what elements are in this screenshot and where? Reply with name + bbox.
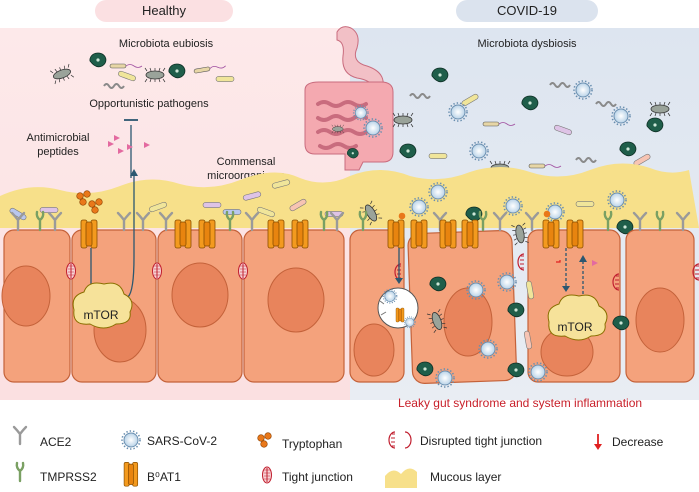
healthy-header: Healthy [142,3,187,18]
covid-header: COVID-19 [497,3,557,18]
b0at1-icon [123,462,139,487]
healthy-title: Microbiota eubiosis [119,38,214,50]
healthy-header-pill [95,0,233,22]
legend-tryptophan: Tryptophan [282,437,342,451]
ace2-icon [12,425,28,446]
legend-disrupted: Disrupted tight junction [420,434,542,448]
covid-signalling: mTOR [377,248,608,341]
legend-b0at1: B⁰AT1 [147,470,181,484]
leaky-gut-label: Leaky gut syndrome and system inflammati… [398,396,642,410]
peptides-label-2: peptides [37,146,79,158]
antimicrobial-peptides [108,135,150,154]
pathogens-label: Opportunistic pathogens [89,98,209,110]
legend-sars: SARS-CoV-2 [147,434,217,448]
legend-tmprss2: TMPRSS2 [40,470,97,484]
sars-cov-2-icon [121,430,141,450]
mtor-covid: mTOR [557,320,592,334]
covid-title: Microbiota dysbiosis [477,38,577,50]
legend-decrease: Decrease [612,435,664,449]
tmprss2-icon [15,461,25,483]
commensal-label-1: Commensal [217,156,276,168]
mtor-healthy: mTOR [83,308,118,322]
legend-mucous: Mucous layer [430,470,501,484]
legend-tight-junction: Tight junction [282,470,353,484]
healthy-signalling: mTOR [72,169,138,329]
epithelium [1,229,695,384]
intestine-icon [304,26,394,171]
tryptophan-covid-2 [543,210,551,218]
covid-header-pill [456,0,598,22]
tryptophan-covid [398,212,406,220]
mucous-layer [0,163,699,228]
peptides-label-1: Antimicrobial [27,132,90,144]
tryptophan-icon [257,432,272,448]
legend: ACE2 TMPRSS2 SARS-CoV-2 B⁰AT1 Tryptophan… [12,425,664,488]
legend-ace2: ACE2 [40,435,72,449]
disrupted-tight-junction-icon [388,431,396,449]
tight-junction-icon [262,466,272,484]
mucous-layer-icon [385,468,417,488]
